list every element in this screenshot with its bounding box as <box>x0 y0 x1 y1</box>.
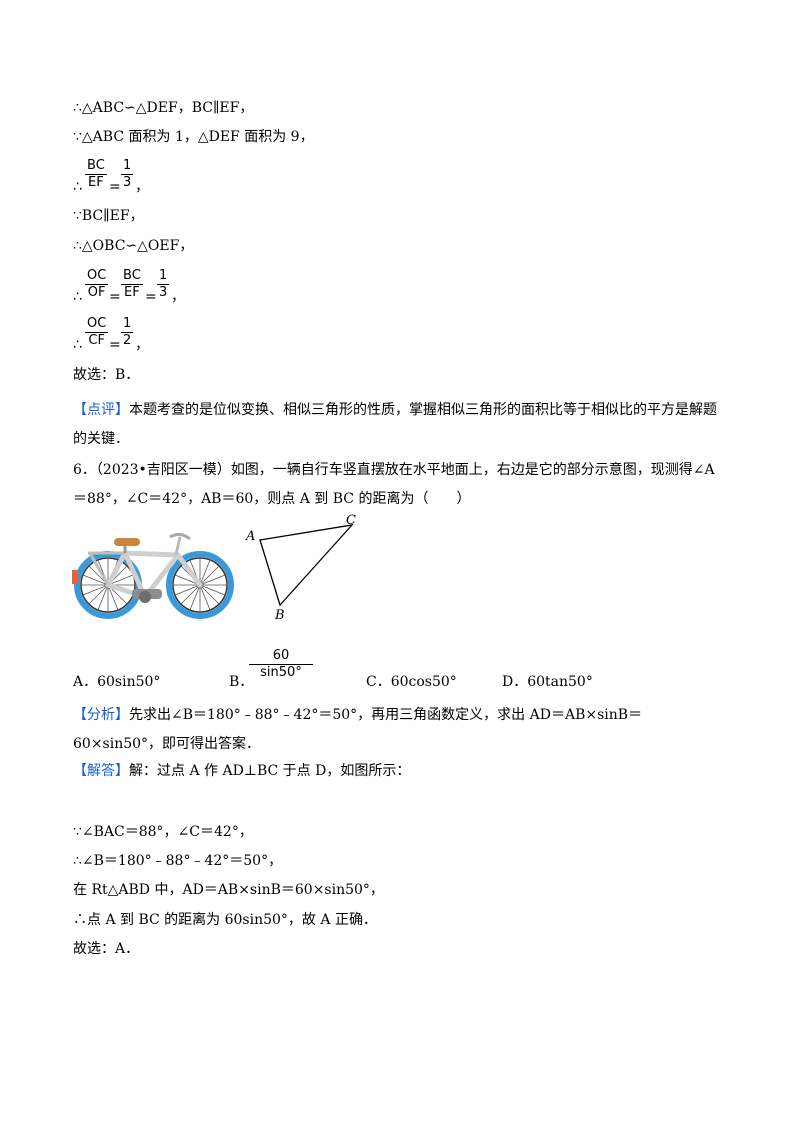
line-bc-parallel-ef: ∵BC∥EF， <box>73 208 144 224</box>
solution-step-2: ∴∠B＝180°﹣88°﹣42°＝50°， <box>73 853 283 869</box>
comment-tag: 【点评】 <box>73 402 129 418</box>
comment-paragraph: 【点评】本题考查的是位似变换、相似三角形的性质，掌握相似三角形的面积比等于相似比… <box>73 402 717 447</box>
option-d[interactable]: D．60tan50° <box>502 674 593 690</box>
triangle-figure: A C B <box>245 513 356 623</box>
analysis-tag: 【分析】 <box>73 707 129 723</box>
vertex-label-b: B <box>274 608 285 623</box>
question-number: 6． <box>73 462 96 478</box>
question-source: （2023•吉阳区一模） <box>95 462 231 478</box>
solution-step-3: 在 Rt△ABD 中，AD＝AB×sinB＝60×sin50°， <box>73 882 384 898</box>
vertex-label-c: C <box>346 513 356 528</box>
line-similar-abc-def: ∴△ABC∽△DEF，BC∥EF， <box>73 100 254 116</box>
triangle-abc <box>259 524 354 607</box>
bicycle-illustration <box>72 532 234 619</box>
option-a[interactable]: A．60sin50° <box>73 674 161 690</box>
question-text: 如图，一辆自行车竖直摆放在水平地面上，右边是它的部分示意图，现测得∠A＝88°，… <box>73 462 715 507</box>
analysis-paragraph: 【分析】先求出∠B＝180°﹣88°﹣42°＝50°，再用三角函数定义，求出 A… <box>73 707 643 752</box>
line-area-condition: ∵△ABC 面积为 1，△DEF 面积为 9， <box>73 129 314 145</box>
line-similar-obc-oef: ∴△OBC∽△OEF， <box>73 238 194 254</box>
vertex-label-a: A <box>245 529 255 544</box>
option-b-label[interactable]: B． <box>229 674 254 690</box>
solution-step-1: ∵∠BAC＝88°，∠C＝42°， <box>73 824 253 840</box>
question-paragraph: 6．（2023•吉阳区一模）如图，一辆自行车竖直摆放在水平地面上，右边是它的部分… <box>73 456 728 514</box>
solution-intro: 【解答】解：过点 A 作 AD⊥BC 于点 D，如图所示： <box>73 763 411 779</box>
option-c[interactable]: C．60cos50° <box>366 674 457 690</box>
solution-step-4: ∴点 A 到 BC 的距离为 60sin50°，故 A 正确． <box>73 912 377 928</box>
solution-answer: 故选：A． <box>73 941 140 957</box>
line-answer-b: 故选：B． <box>73 367 140 383</box>
solution-tag: 【解答】 <box>73 763 129 779</box>
